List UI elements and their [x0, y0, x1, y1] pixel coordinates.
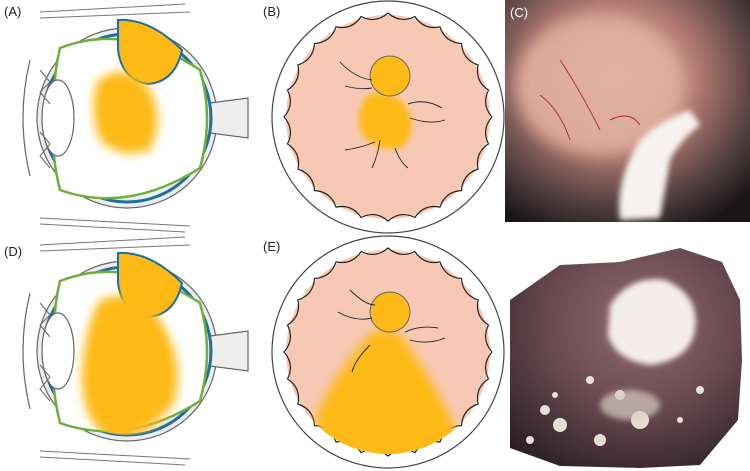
retinal-vessels [337, 289, 446, 373]
extraocular-muscle [39, 236, 191, 466]
ora-serrata [283, 247, 493, 457]
optic-nerve [209, 330, 249, 372]
ora-serrata-scallops [283, 12, 493, 222]
cornea [22, 292, 31, 410]
panel-b: (B) [263, 0, 505, 234]
vitreous-seeding [93, 72, 158, 154]
lens [41, 312, 75, 390]
ciliary-body [39, 302, 51, 402]
tumor-vessels [539, 59, 641, 141]
vitreous-seeding [315, 329, 460, 454]
lens [41, 79, 75, 157]
ora-serrata [283, 12, 493, 222]
ora-serrata-scallops [283, 247, 493, 457]
panel-c: (C) [505, 0, 750, 222]
panel-label-c: (C) [510, 5, 528, 20]
eye-cross-section [22, 236, 249, 466]
eye-cross-section [22, 3, 249, 233]
panel-a: (A) [4, 3, 249, 233]
panel-label-a: (A) [4, 4, 21, 19]
vitreous-seeding [600, 390, 660, 420]
tumor-mass [117, 18, 184, 86]
panel-d: (D) [4, 236, 249, 466]
panel-label-d: (D) [4, 244, 22, 259]
extraocular-muscle [39, 3, 191, 233]
tumor-mass [369, 291, 411, 333]
panel-label-b: (B) [263, 4, 280, 19]
panel-e: (E) [263, 235, 505, 469]
optic-nerve [209, 97, 249, 139]
vitreous-seeding [359, 93, 412, 149]
panel-label-f: (F) [510, 250, 527, 265]
tumor-mass [608, 279, 696, 365]
cornea [22, 59, 31, 177]
retinal-vessels [339, 61, 446, 169]
vitreous-seeding [81, 295, 178, 435]
panel-label-e: (E) [263, 239, 280, 254]
ciliary-body [39, 69, 51, 169]
panel-f: (F) [510, 248, 742, 468]
tumor-mass [515, 15, 685, 155]
tumor-mass [369, 55, 411, 97]
fundus-photo-background [510, 248, 742, 468]
vitreous-seeding [619, 110, 700, 220]
